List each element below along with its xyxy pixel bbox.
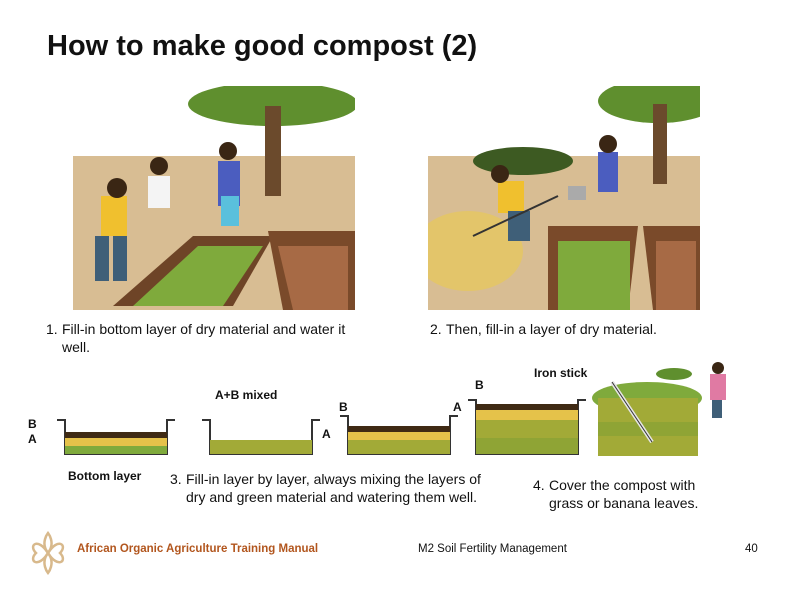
step-text: Cover the compost with grass or banana l…	[549, 477, 699, 511]
footer-module: M2 Soil Fertility Management	[418, 543, 567, 555]
layer-diagram-bottom	[57, 419, 175, 455]
step-2-caption: 2. Then, fill-in a layer of dry material…	[430, 320, 730, 338]
step-3-caption: 3. Fill-in layer by layer, always mixing…	[170, 470, 500, 506]
label-b: B	[339, 400, 348, 414]
step-text: Then, fill-in a layer of dry material.	[446, 321, 657, 337]
step-4-caption: 4. Cover the compost with grass or banan…	[533, 476, 733, 512]
step-number: 2.	[430, 321, 442, 337]
layer-diagram-mixed	[202, 419, 320, 455]
label-b: B	[475, 378, 484, 392]
page-title: How to make good compost (2)	[47, 30, 478, 62]
page-number: 40	[745, 543, 758, 555]
step-number: 1.	[46, 321, 58, 337]
label-b: B	[28, 417, 37, 431]
illustration-step-1	[73, 86, 355, 310]
step-number: 3.	[170, 471, 182, 487]
step-1-caption: 1. Fill-in bottom layer of dry material …	[46, 320, 346, 356]
layer-diagram-full	[468, 399, 586, 455]
step-number: 4.	[533, 477, 545, 493]
label-a: A	[28, 432, 37, 446]
layer-diagram-third	[340, 415, 458, 455]
flower-logo-icon	[31, 531, 65, 575]
label-bottom-layer: Bottom layer	[68, 469, 142, 483]
layer-diagram-covered	[592, 362, 726, 456]
label-mixed: A+B mixed	[215, 388, 278, 402]
illustration-step-2	[428, 86, 700, 310]
step-text: Fill-in layer by layer, always mixing th…	[186, 471, 481, 505]
label-iron-stick: Iron stick	[534, 366, 588, 380]
step-text: Fill-in bottom layer of dry material and…	[62, 321, 346, 355]
label-a: A	[322, 427, 331, 441]
footer-brand: African Organic Agriculture Training Man…	[77, 543, 319, 555]
label-a: A	[453, 400, 462, 414]
